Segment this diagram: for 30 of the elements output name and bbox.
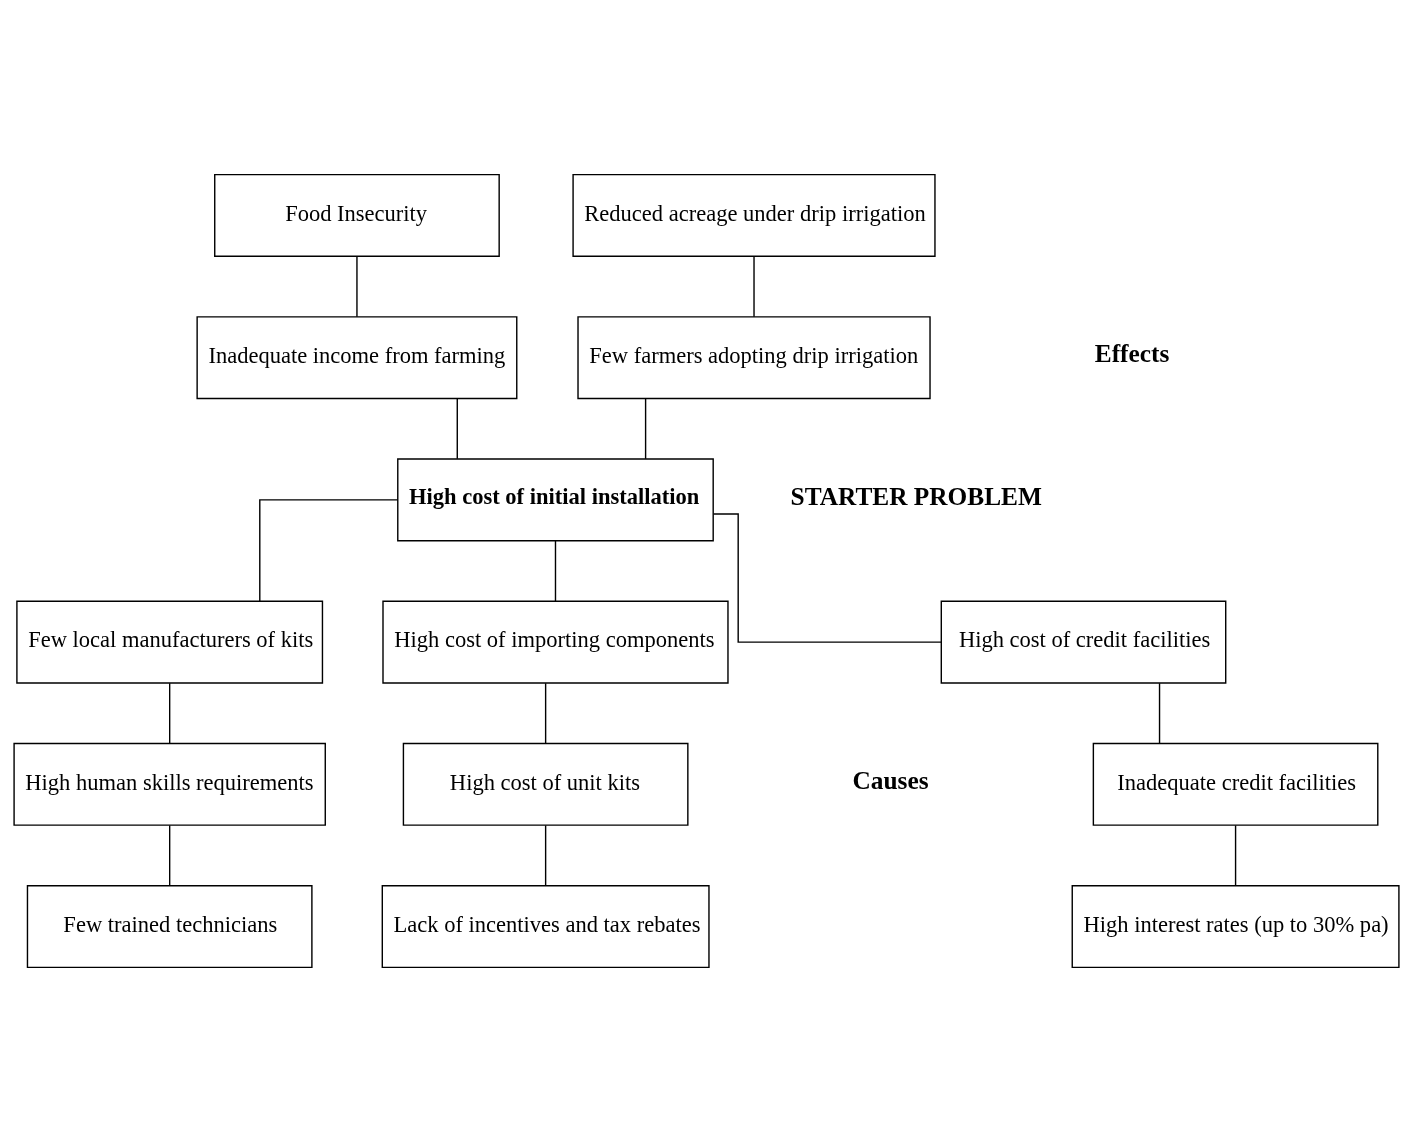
connector <box>456 397 458 460</box>
connector <box>712 512 942 643</box>
node-box: Few local manufacturers of kits <box>16 600 324 684</box>
label: Causes <box>852 765 929 794</box>
connector <box>544 682 547 744</box>
node-box: Inadequate income from farming <box>196 315 518 399</box>
connector <box>1158 682 1161 744</box>
node-box: Inadequate credit facilities <box>1092 742 1379 826</box>
connector <box>544 824 547 886</box>
connector <box>168 682 171 744</box>
node-box: Lack of incentives and tax rebates <box>381 884 710 968</box>
node-box: High cost of unit kits <box>402 742 689 826</box>
connector <box>259 498 399 602</box>
node-box: High cost of credit facilities <box>940 600 1227 684</box>
connector <box>554 539 557 602</box>
node-box: Food Insecurity <box>214 173 500 257</box>
connector <box>1234 824 1237 886</box>
label: Effects <box>1094 338 1170 367</box>
node-box: High interest rates (up to 30% pa) <box>1071 884 1400 968</box>
connector <box>168 824 171 886</box>
node-box: Reduced acreage under drip irrigation <box>572 173 936 257</box>
node-box: Few trained technicians <box>26 884 313 968</box>
connector <box>753 255 755 317</box>
node-box: High cost of initial installation <box>397 457 714 541</box>
connector <box>356 255 358 317</box>
connector <box>644 397 647 460</box>
node-box: High human skills requirements <box>13 742 326 826</box>
node-box: Few farmers adopting drip irrigation <box>577 315 931 399</box>
label: STARTER PROBLEM <box>790 481 1042 510</box>
node-box: High cost of importing components <box>382 600 729 684</box>
